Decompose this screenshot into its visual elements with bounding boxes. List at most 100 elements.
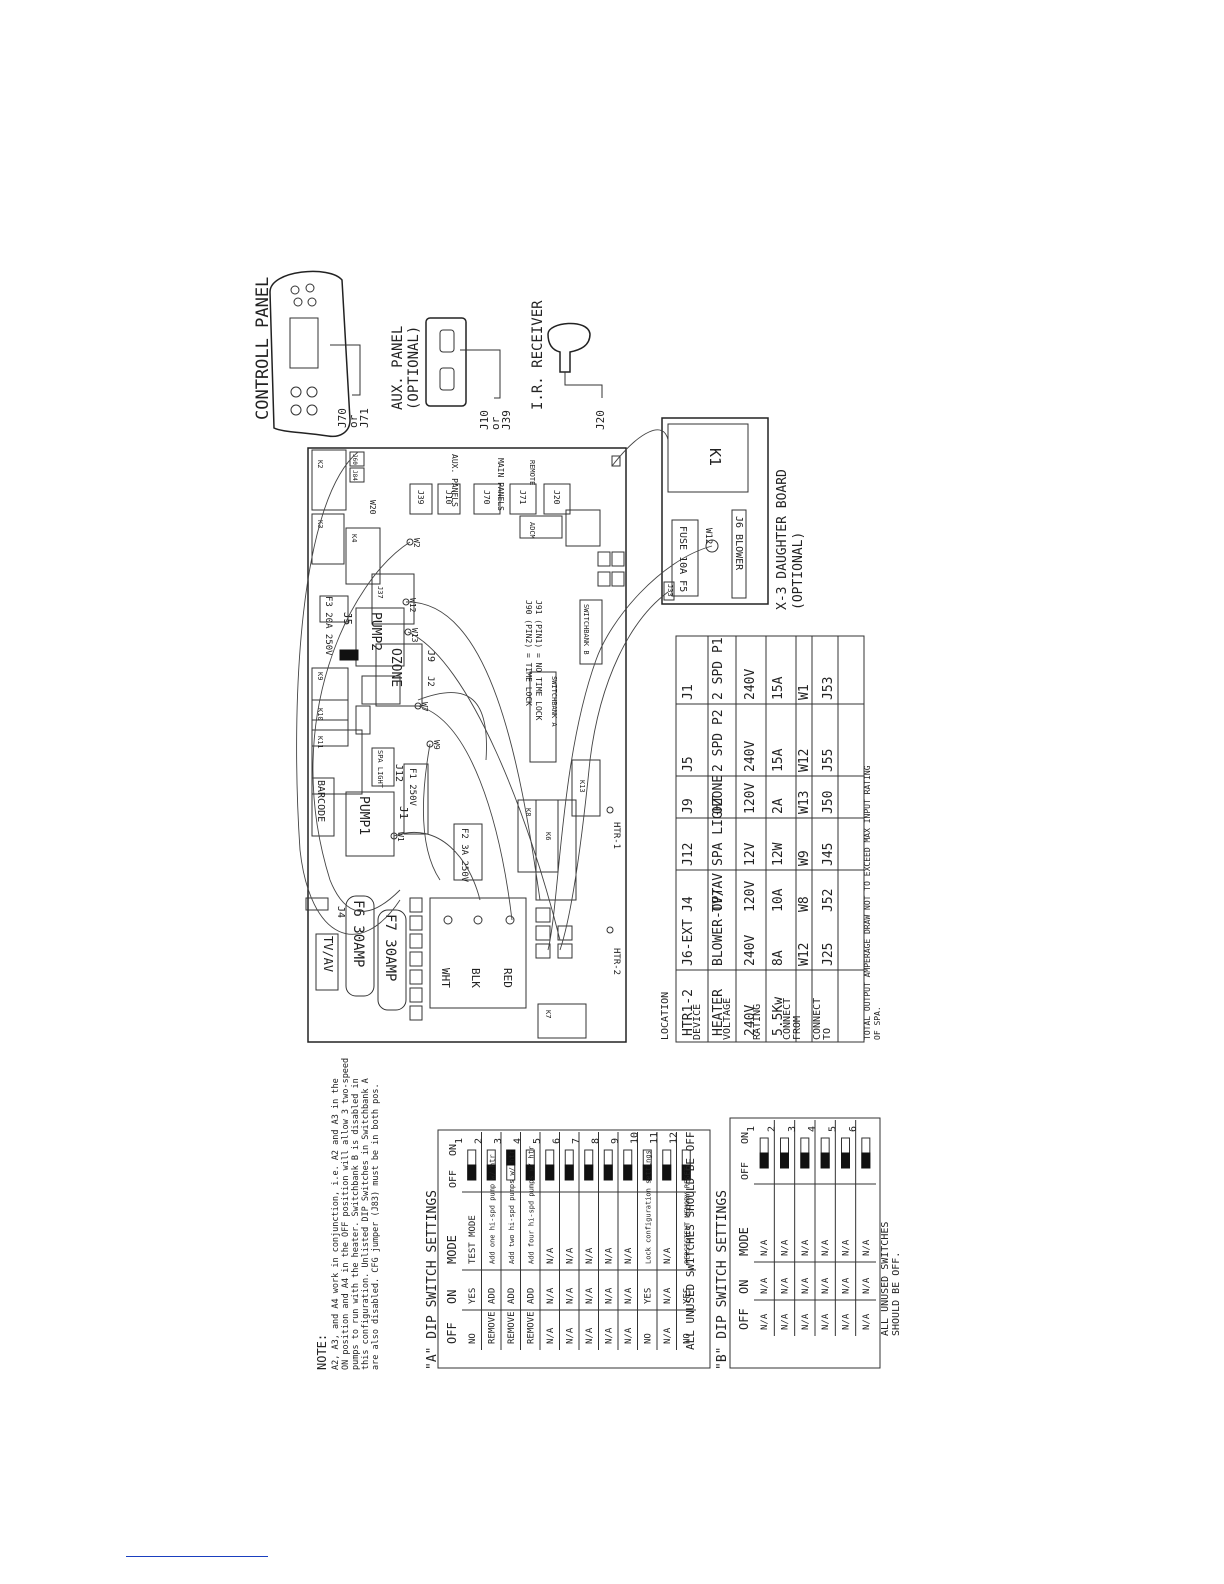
dip-switch-number: 2 bbox=[767, 1126, 778, 1132]
jack-j71-label: J71 bbox=[518, 490, 527, 505]
jumper-block bbox=[409, 915, 423, 931]
wire-path bbox=[559, 591, 669, 951]
j2-header bbox=[361, 675, 401, 705]
power-terminal-block bbox=[429, 897, 527, 1009]
pump2-label: PUMP2 bbox=[368, 612, 383, 651]
note-line-5: are also disabled. CFG jumper (J83) must… bbox=[371, 1083, 381, 1370]
terminal-screw-icon bbox=[473, 915, 483, 925]
panel-button-icon bbox=[306, 404, 318, 416]
aux-panels-label: AUX. PANELS bbox=[450, 454, 459, 507]
adcm-module bbox=[519, 515, 563, 539]
dip-mode-cell: N/A bbox=[862, 1239, 872, 1256]
pump1-label: PUMP1 bbox=[356, 796, 371, 835]
dip-mode-cell: Add four hi-spd pumps w/ htr bbox=[527, 1146, 535, 1264]
panel-button-icon bbox=[290, 404, 302, 416]
j2-label: J2 bbox=[425, 676, 435, 687]
note-line-4: this configuration. Unlisted DIP Switche… bbox=[361, 1078, 371, 1370]
dip-switch-actuator bbox=[545, 1164, 555, 1181]
table-cell: 2 SPD P1 bbox=[711, 637, 726, 700]
daughter-board-subtitle: (OPTIONAL) bbox=[791, 532, 806, 610]
dip-switch-number: 6 bbox=[551, 1138, 562, 1144]
ir-receiver-title: I.R. RECEIVER bbox=[530, 300, 546, 410]
dip-mode-cell: N/A bbox=[842, 1239, 852, 1256]
dip-a-frame bbox=[437, 1129, 711, 1369]
jumper-block bbox=[409, 987, 423, 1003]
table-header-cell: VOLTAGE bbox=[722, 998, 733, 1040]
dip-switch-actuator bbox=[780, 1152, 789, 1169]
dip-off-cell: REMOVE bbox=[526, 1311, 536, 1344]
dip-switch-number: 8 bbox=[590, 1138, 601, 1144]
wiring-harness bbox=[296, 429, 713, 951]
relay-k7 bbox=[537, 1003, 587, 1039]
aux-panel-outline bbox=[425, 317, 467, 407]
pump1-connector bbox=[345, 791, 395, 857]
fuse-f7 bbox=[377, 909, 407, 1011]
ir-receiver: I.R. RECEIVER J20 bbox=[530, 300, 607, 430]
table-cell: 2 SPD P2 bbox=[711, 709, 726, 772]
dip-on-cell: N/A bbox=[663, 1287, 673, 1304]
main-board: K2 J60 J84 K3 K4 J39 J10 J70 J71 J20 AUX… bbox=[305, 447, 627, 1043]
wire-w12-label: W12 bbox=[408, 598, 417, 613]
dip-header-mode: MODE bbox=[445, 1235, 459, 1264]
tv-av-connector bbox=[315, 933, 339, 991]
dip-on-cell: N/A bbox=[842, 1277, 852, 1294]
relay-k3 bbox=[311, 513, 345, 565]
dip-switch-actuator bbox=[861, 1152, 871, 1169]
dip-on-cell: N/A bbox=[862, 1277, 872, 1294]
table-cell: J52 bbox=[821, 889, 836, 912]
dip-on-cell: N/A bbox=[565, 1287, 575, 1304]
table-header-cell: RATING bbox=[752, 1004, 763, 1040]
table-cell: J55 bbox=[821, 749, 836, 772]
dip-off-cell: N/A bbox=[760, 1313, 770, 1330]
control-panel: CONTROLL PANEL J70 or J71 bbox=[253, 270, 371, 438]
control-panel-jack-or: or bbox=[347, 414, 360, 428]
panel-button-icon bbox=[306, 386, 318, 398]
fuse-f2 bbox=[453, 823, 483, 881]
dip-mode-cell: N/A bbox=[663, 1247, 673, 1264]
spa-light-label: SPA LIGHT bbox=[376, 750, 384, 789]
dip-on-cell: N/A bbox=[604, 1287, 614, 1304]
wire-w1-label: W1 bbox=[396, 832, 405, 842]
aux-panel-title: AUX. PANEL bbox=[390, 326, 406, 410]
timelock-note-1: J90 (PIN2) = TIME LOCK bbox=[524, 600, 533, 706]
jumper-block bbox=[597, 551, 611, 567]
table-cell: 240V bbox=[743, 741, 758, 772]
daughter-fuse-label: FUSE 10A F5 bbox=[677, 526, 688, 592]
jumper-block bbox=[535, 943, 551, 959]
panel-button-icon bbox=[305, 283, 315, 293]
jack-j10 bbox=[437, 483, 461, 515]
remote-label: REMOTE bbox=[528, 460, 536, 485]
daughter-board: K1 FUSE 10A F5 W12 J6 BLOWER J33 X-3 DAU… bbox=[661, 417, 806, 610]
aux-panel-cable bbox=[460, 349, 501, 399]
control-panel-jack-j70: J70 bbox=[336, 408, 349, 428]
dip-on-cell: N/A bbox=[624, 1287, 634, 1304]
dip-mode-cell: N/A bbox=[546, 1247, 556, 1264]
adcm-label: ADCM bbox=[528, 522, 536, 539]
table-cell: W1 bbox=[797, 684, 812, 700]
dip-off-cell: N/A bbox=[842, 1313, 852, 1330]
jumper-block bbox=[557, 943, 573, 959]
table-cell: 120V bbox=[743, 783, 758, 814]
ozone-label: OZONE bbox=[388, 648, 403, 687]
dip-switch-number: 4 bbox=[807, 1126, 818, 1132]
dip-on-cell: YES bbox=[643, 1288, 653, 1304]
table-cell: 8A bbox=[771, 950, 786, 966]
dip-mode-cell: PERSISTENT MEMORY RESET bbox=[683, 1166, 691, 1264]
ir-receiver-jack: J20 bbox=[594, 410, 607, 430]
table-cell: J45 bbox=[821, 843, 836, 866]
dip-header-mode: MODE bbox=[737, 1227, 751, 1256]
table-cell: W13 bbox=[797, 791, 812, 814]
note-title: NOTE: bbox=[315, 1334, 329, 1370]
control-panel-cable bbox=[330, 344, 361, 396]
table-cell: 240V bbox=[743, 1005, 758, 1036]
dip-on-cell: YES bbox=[468, 1288, 478, 1304]
dip-header-on: ON bbox=[445, 1290, 459, 1304]
dip-mode-cell: N/A bbox=[585, 1247, 595, 1264]
wire-w20-label: W20 bbox=[368, 500, 377, 515]
barcode-label-box bbox=[311, 777, 335, 837]
relay-k13-block bbox=[565, 509, 601, 547]
j12-label: J12 bbox=[393, 764, 404, 782]
jack-j39-label: J39 bbox=[416, 490, 425, 505]
blk-label: BLK bbox=[469, 968, 482, 988]
switchbank-a-label: SWITCHBANK A bbox=[550, 676, 558, 727]
